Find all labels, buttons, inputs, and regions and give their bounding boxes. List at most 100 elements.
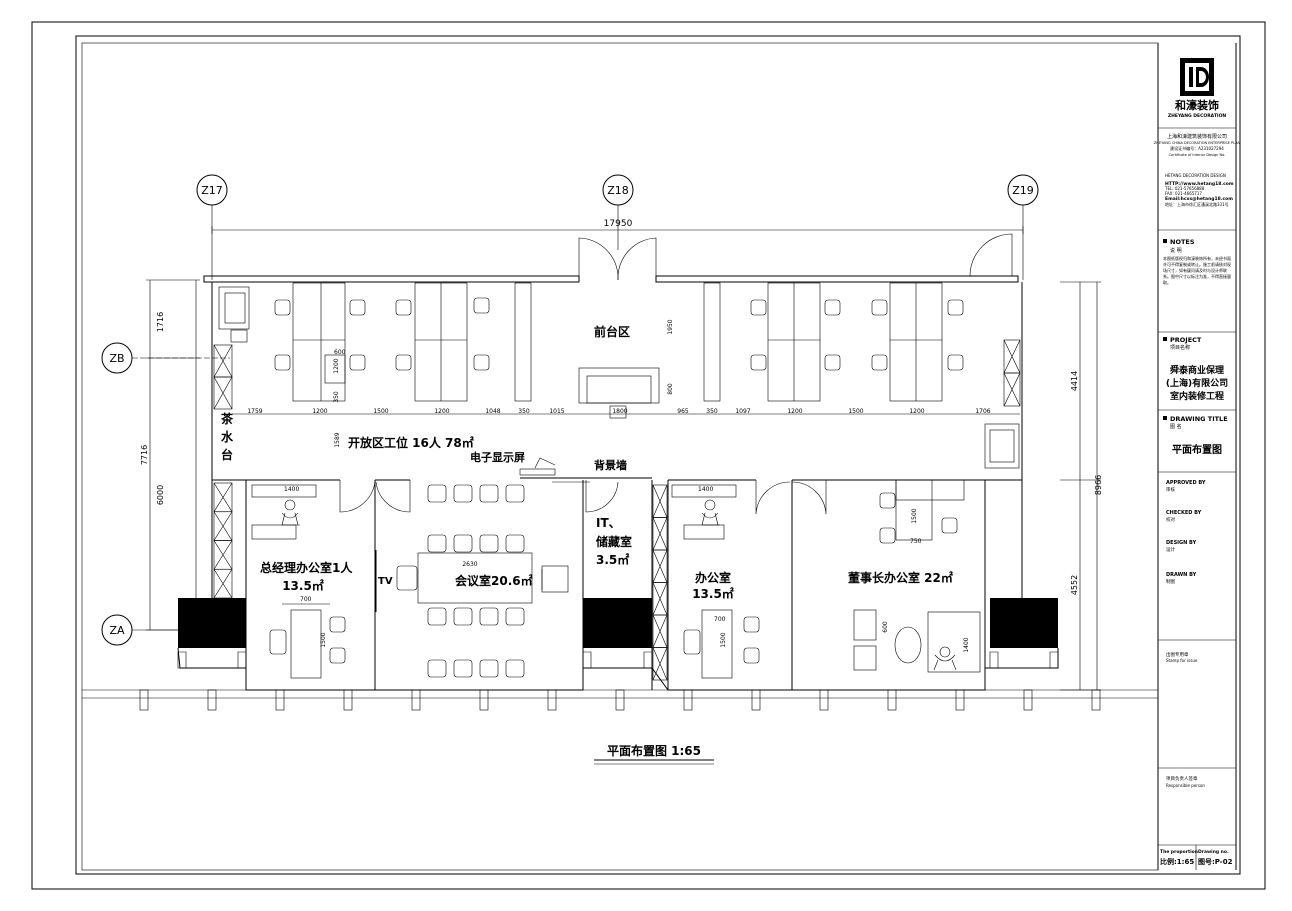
chair bbox=[479, 659, 499, 678]
chair bbox=[479, 534, 499, 553]
room-chairman: 董事长办公室 22㎡ bbox=[848, 570, 953, 585]
company-name-en: ZHEYANG CHINA DECORATION ENTERPRISE PLAN bbox=[1154, 141, 1241, 145]
chair bbox=[427, 607, 447, 626]
notes-label: NOTES bbox=[1170, 238, 1195, 246]
dim-1589: 1589 bbox=[334, 432, 341, 447]
mullion bbox=[683, 689, 693, 711]
room-open-area: 开放区工位 16人 78㎡ bbox=[348, 435, 474, 450]
mullion bbox=[1023, 689, 1033, 711]
approved-label-cn: 审核 bbox=[1166, 486, 1175, 493]
email: Email:hcxs@hetang18.com bbox=[1165, 196, 1233, 202]
mullion bbox=[1091, 689, 1101, 711]
cabinet-cell bbox=[213, 376, 233, 410]
dim-row: 1200 bbox=[909, 408, 924, 415]
chair bbox=[505, 534, 525, 553]
chairman-cabinet bbox=[895, 479, 965, 501]
drawing-no-label: Drawing no. bbox=[1198, 849, 1229, 855]
gm-cabinet bbox=[251, 484, 317, 498]
grid-bubble-z18: Z18 bbox=[602, 174, 634, 206]
dim-row: 1500 bbox=[373, 408, 388, 415]
person-figure bbox=[269, 499, 957, 671]
chair bbox=[349, 354, 366, 371]
grid-bubble-z17: Z17 bbox=[196, 174, 228, 206]
dim-1500: 1500 bbox=[320, 632, 327, 647]
chair bbox=[453, 484, 473, 503]
office-cabinet bbox=[671, 484, 737, 498]
label-tv: TV bbox=[378, 576, 393, 587]
dim-1400: 1400 bbox=[698, 486, 713, 493]
company-logo: 和濠装饰 ZHEYANG DECORATION bbox=[1168, 58, 1227, 119]
logo-text: 和濠装饰 bbox=[1175, 98, 1219, 112]
chair bbox=[750, 299, 767, 316]
chair bbox=[473, 297, 490, 314]
room-it-2: 储藏室 bbox=[596, 534, 632, 549]
chair bbox=[453, 607, 473, 626]
chair bbox=[274, 299, 291, 316]
workstation-cluster bbox=[292, 282, 943, 402]
chair bbox=[427, 534, 447, 553]
chair bbox=[505, 484, 525, 503]
proportion-label: The proportion bbox=[1160, 849, 1198, 855]
cabinet-cross bbox=[213, 482, 233, 512]
furniture bbox=[218, 282, 1020, 679]
project-name-line2: (上海)有限公司 bbox=[1166, 377, 1228, 389]
cabinet-cross bbox=[213, 569, 233, 599]
dim-right-lower: 4552 bbox=[1070, 575, 1079, 595]
chair bbox=[947, 354, 964, 371]
electronic-display bbox=[519, 468, 556, 476]
chair bbox=[879, 492, 896, 509]
outer-border bbox=[31, 21, 1266, 890]
address: 地址：上海市徐汇区漕溪北路331号 bbox=[1165, 201, 1229, 207]
label-electronic-display: 电子显示屏 bbox=[470, 450, 525, 464]
column bbox=[178, 598, 246, 648]
dim-1200: 1200 bbox=[333, 358, 340, 373]
dim-row: 1200 bbox=[312, 408, 327, 415]
gm-desk bbox=[290, 609, 322, 679]
mullion bbox=[343, 689, 353, 711]
chair bbox=[824, 354, 841, 371]
cabinet-cross bbox=[652, 582, 668, 616]
dim-350: 350 bbox=[333, 391, 340, 403]
cabinet-cross bbox=[652, 484, 668, 518]
chair bbox=[395, 299, 412, 316]
mullion bbox=[411, 689, 421, 711]
design-label-cn: 设计 bbox=[1166, 546, 1175, 553]
cabinet-cell bbox=[1003, 372, 1021, 407]
responsible-label-cn: 项目负责人签章 bbox=[1166, 775, 1198, 782]
cabinet-cross bbox=[652, 614, 668, 648]
room-labels: 前台区 开放区工位 16人 78㎡ 茶 水 台 电子显示屏 背景墙 总经理办公室… bbox=[220, 324, 953, 601]
cabinet-cross bbox=[652, 517, 668, 551]
svg-text:Z17: Z17 bbox=[201, 184, 223, 197]
responsible-label-en: Responsible person bbox=[1166, 783, 1205, 788]
drawing-title-label-cn: 图 名 bbox=[1170, 423, 1182, 430]
telephone: TEL: 021-57656888 bbox=[1164, 186, 1205, 191]
chair bbox=[329, 616, 346, 633]
cabinet-cross bbox=[1003, 372, 1021, 407]
chair bbox=[871, 299, 888, 316]
chair bbox=[329, 647, 346, 664]
room-meeting: 会议室20.6㎡ bbox=[455, 573, 533, 588]
dim-row: 1015 bbox=[549, 408, 564, 415]
room-reception: 前台区 bbox=[594, 324, 630, 339]
title-block: 和濠装饰 ZHEYANG DECORATION 上海和濠建筑装饰有限公司 ZHE… bbox=[1154, 43, 1241, 870]
svg-text:ZA: ZA bbox=[109, 624, 125, 637]
mullion bbox=[139, 689, 149, 711]
room-office: 办公室 bbox=[695, 570, 731, 585]
dim-row: 1800 bbox=[612, 408, 627, 415]
chair bbox=[427, 659, 447, 678]
window-mullions bbox=[139, 689, 1101, 711]
cabinet-cross bbox=[652, 647, 668, 681]
cabinet-cross bbox=[1003, 339, 1021, 374]
grid-bubble-za: ZA bbox=[101, 614, 133, 646]
dim-700: 700 bbox=[300, 596, 312, 603]
round-table bbox=[894, 626, 922, 664]
chair bbox=[743, 647, 760, 664]
dim-600: 600 bbox=[334, 349, 346, 356]
room-tea-1: 茶 bbox=[220, 411, 234, 426]
dim-row: 1500 bbox=[848, 408, 863, 415]
logo-subtext: ZHEYANG DECORATION bbox=[1168, 113, 1227, 119]
drawing-frame bbox=[75, 35, 1241, 875]
approved-label: APPROVED BY bbox=[1166, 480, 1206, 486]
cabinet-cross bbox=[213, 376, 233, 410]
room-tea-2: 水 bbox=[221, 429, 234, 444]
